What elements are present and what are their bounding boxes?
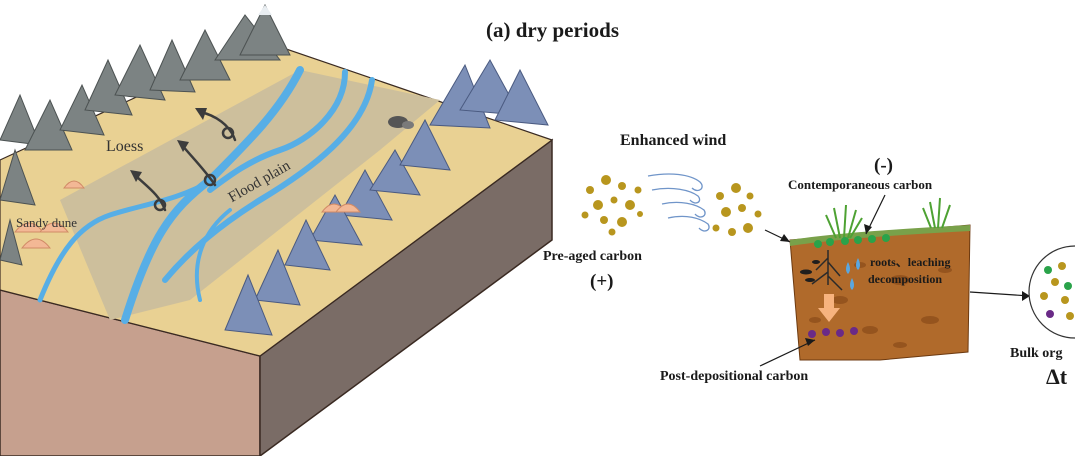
decomposition-label: decomposition xyxy=(868,273,942,285)
plus-sign: (+) xyxy=(590,272,613,291)
dust-cloud-right xyxy=(713,183,762,236)
minus-sign: (-) xyxy=(874,156,893,175)
snow-peak xyxy=(258,5,272,15)
landscape-block xyxy=(0,5,552,456)
loess-label: Loess xyxy=(106,139,143,155)
sandy-dune-label: Sandy dune xyxy=(16,216,77,229)
bulk-organic-circle xyxy=(1029,246,1075,338)
diagram-title: (a) dry periods xyxy=(486,20,619,41)
roots-leaching-label: roots、leaching xyxy=(870,256,950,268)
wind-swirls xyxy=(648,174,709,231)
bulk-organic-label: Bulk org xyxy=(1010,347,1063,361)
dust-cloud-left xyxy=(582,175,644,236)
pre-aged-carbon-label: Pre-aged carbon xyxy=(543,250,642,264)
delta-t-label: Δt xyxy=(1046,366,1067,388)
contemporaneous-carbon-label: Contemporaneous carbon xyxy=(788,178,932,191)
post-depositional-carbon-label: Post-depositional carbon xyxy=(660,370,808,384)
enhanced-wind-label: Enhanced wind xyxy=(620,133,726,149)
